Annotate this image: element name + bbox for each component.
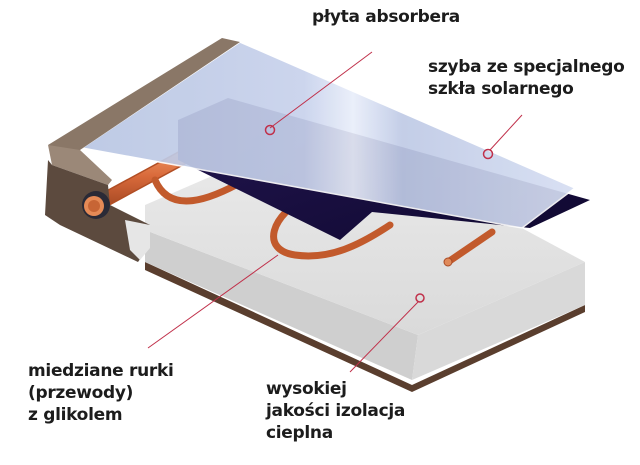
pipe-end-opening (443, 257, 453, 267)
frame-top-rail (48, 38, 240, 152)
pipe-end (444, 228, 496, 266)
frame-inner-channel (125, 220, 150, 260)
label-line: szyba ze specjalnego (428, 57, 625, 77)
label-absorber-plate: płyta absorbera (312, 6, 460, 28)
label-line: szkła solarnego (428, 79, 574, 99)
label-line: (przewody) (28, 383, 134, 403)
label-copper-pipes: miedziane rurki (przewody) z glikolem (28, 360, 174, 426)
leader-lines (147, 51, 523, 373)
label-insulation: wysokiej jakości izolacja cieplna (266, 378, 405, 444)
leader-glass-dot (482, 148, 494, 160)
frame-corner-cap (48, 145, 112, 185)
aluminium-frame (45, 38, 240, 262)
leader-insulation-dot (415, 293, 425, 303)
insulation-bottom-edge (145, 262, 585, 392)
label-solar-glass: szyba ze specjalnego szkła solarnego (428, 56, 625, 100)
leader-pipes (147, 254, 279, 349)
leader-absorber-dot (264, 124, 276, 136)
insulation-right-face (412, 262, 585, 380)
insulation-front-face (145, 230, 418, 380)
leader-absorber (269, 51, 373, 129)
leader-glass (489, 114, 523, 151)
label-line: wysokiej (266, 379, 347, 399)
label-line: miedziane rurki (28, 361, 174, 381)
label-line: z glikolem (28, 405, 123, 425)
label-line: płyta absorbera (312, 7, 460, 27)
pipe-loop-2 (270, 191, 394, 260)
label-line: cieplna (266, 423, 333, 443)
label-line: jakości izolacja (266, 401, 406, 421)
leader-insulation (349, 301, 419, 373)
